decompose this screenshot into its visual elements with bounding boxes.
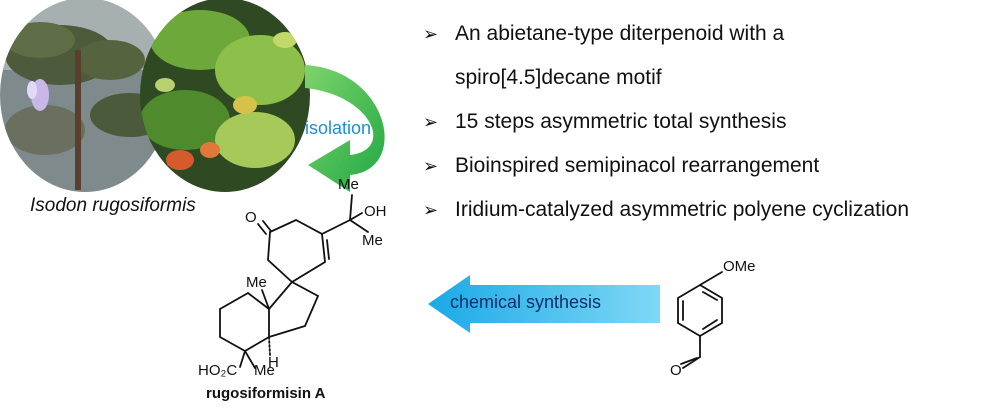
isolation-arrow — [305, 65, 385, 192]
arrow-bullet-icon: ➢ — [423, 200, 439, 220]
chemical-synthesis-label: chemical synthesis — [450, 292, 602, 312]
key-findings-list: ➢An abietane-type diterpenoid with a spi… — [423, 22, 1000, 242]
bullet-1-continuation: spiro[4.5]decane motif — [455, 66, 662, 89]
bullet-1: ➢An abietane-type diterpenoid with a — [423, 22, 785, 45]
arrow-bullet-icon: ➢ — [423, 112, 439, 132]
atom-aldehyde-o: O — [670, 362, 682, 379]
atom-me-fusion: Me — [246, 274, 267, 291]
atom-me-bottom: Me — [254, 362, 275, 379]
bullet-4: ➢Iridium-catalyzed asymmetric polyene cy… — [423, 198, 909, 221]
3-methoxybenzaldehyde-structure — [677, 271, 723, 369]
atom-ome: OMe — [723, 258, 756, 275]
chemical-synthesis-arrow — [428, 275, 660, 333]
isolation-label: isolation — [305, 118, 372, 138]
plant-species-label: Isodon rugosiformis — [30, 195, 196, 216]
plant-habitat-photo — [140, 0, 310, 192]
atom-oh: OH — [364, 203, 387, 220]
atom-h: H — [268, 354, 279, 371]
atom-me-top: Me — [338, 176, 359, 193]
arrow-bullet-icon: ➢ — [423, 24, 439, 44]
compound-name: rugosiformisin A — [206, 385, 326, 402]
bullet-2: ➢15 steps asymmetric total synthesis — [423, 110, 787, 133]
arrow-bullet-icon: ➢ — [423, 156, 439, 176]
atom-me-right: Me — [362, 232, 383, 249]
atom-ketone-o: O — [245, 209, 257, 226]
rugosiformisin-a-structure — [219, 194, 369, 369]
atom-co2h: HO₂C — [198, 362, 238, 379]
bullet-3: ➢Bioinspired semipinacol rearrangement — [423, 154, 820, 177]
